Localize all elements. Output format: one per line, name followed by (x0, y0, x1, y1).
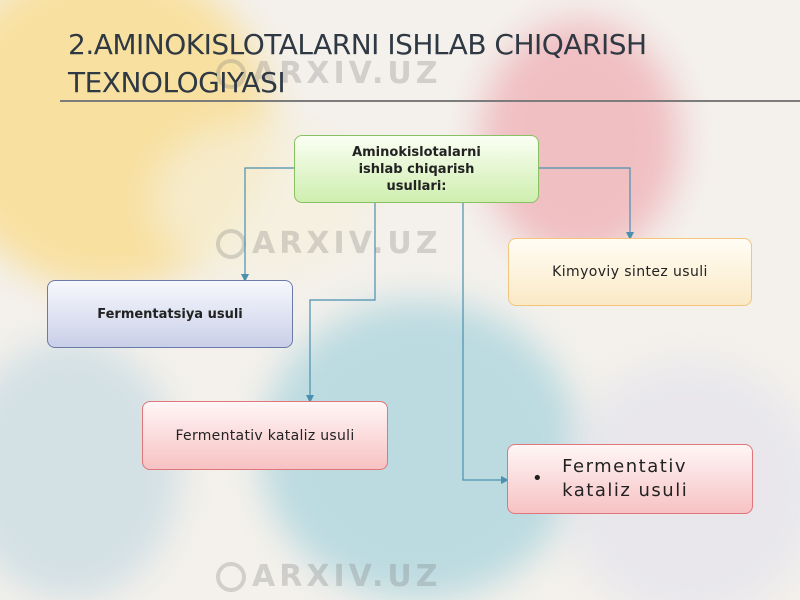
connector-to-kataliz-bullet (462, 203, 509, 484)
title-divider (60, 100, 800, 102)
fermentativ-kataliz-bullet-node: • Fermentativ kataliz usuli (507, 444, 753, 514)
fermentativ-kataliz-node: Fermentativ kataliz usuli (142, 401, 388, 470)
fermentatsiya-label: Fermentatsiya usuli (97, 306, 243, 322)
bullet-icon: • (532, 468, 545, 489)
root-node-label: Aminokislotalarni ishlab chiqarish usull… (352, 144, 481, 194)
watermark: ARXIV.UZ (216, 226, 441, 261)
fermentativ-kataliz-label: Fermentativ kataliz usuli (175, 427, 355, 444)
slide-title: 2.AMINOKISLOTALARNI ISHLAB CHIQARISH TEX… (68, 28, 647, 99)
kimyoviy-sintez-node: Kimyoviy sintez usuli (508, 238, 752, 306)
watermark-logo-icon (216, 561, 246, 592)
connector-to-kimyoviy (539, 167, 634, 240)
kimyoviy-sintez-label: Kimyoviy sintez usuli (552, 264, 708, 280)
watermark-logo-icon (216, 58, 246, 89)
watermark: ARXIV.UZ (216, 56, 441, 91)
watermark: ARXIV.UZ (216, 559, 441, 594)
background-glow (0, 340, 180, 600)
watermark-text: ARXIV.UZ (252, 559, 442, 594)
watermark-logo-icon (216, 228, 246, 259)
watermark-text: ARXIV.UZ (252, 226, 442, 261)
fermentatsiya-node: Fermentatsiya usuli (47, 280, 293, 348)
connector-to-kataliz (306, 203, 376, 403)
connector-to-fermentatsiya (241, 167, 294, 282)
fermentativ-kataliz-bullet-label: Fermentativ kataliz usuli (562, 456, 689, 501)
diagram-root-node: Aminokislotalarni ishlab chiqarish usull… (294, 135, 539, 203)
watermark-text: ARXIV.UZ (252, 56, 442, 91)
